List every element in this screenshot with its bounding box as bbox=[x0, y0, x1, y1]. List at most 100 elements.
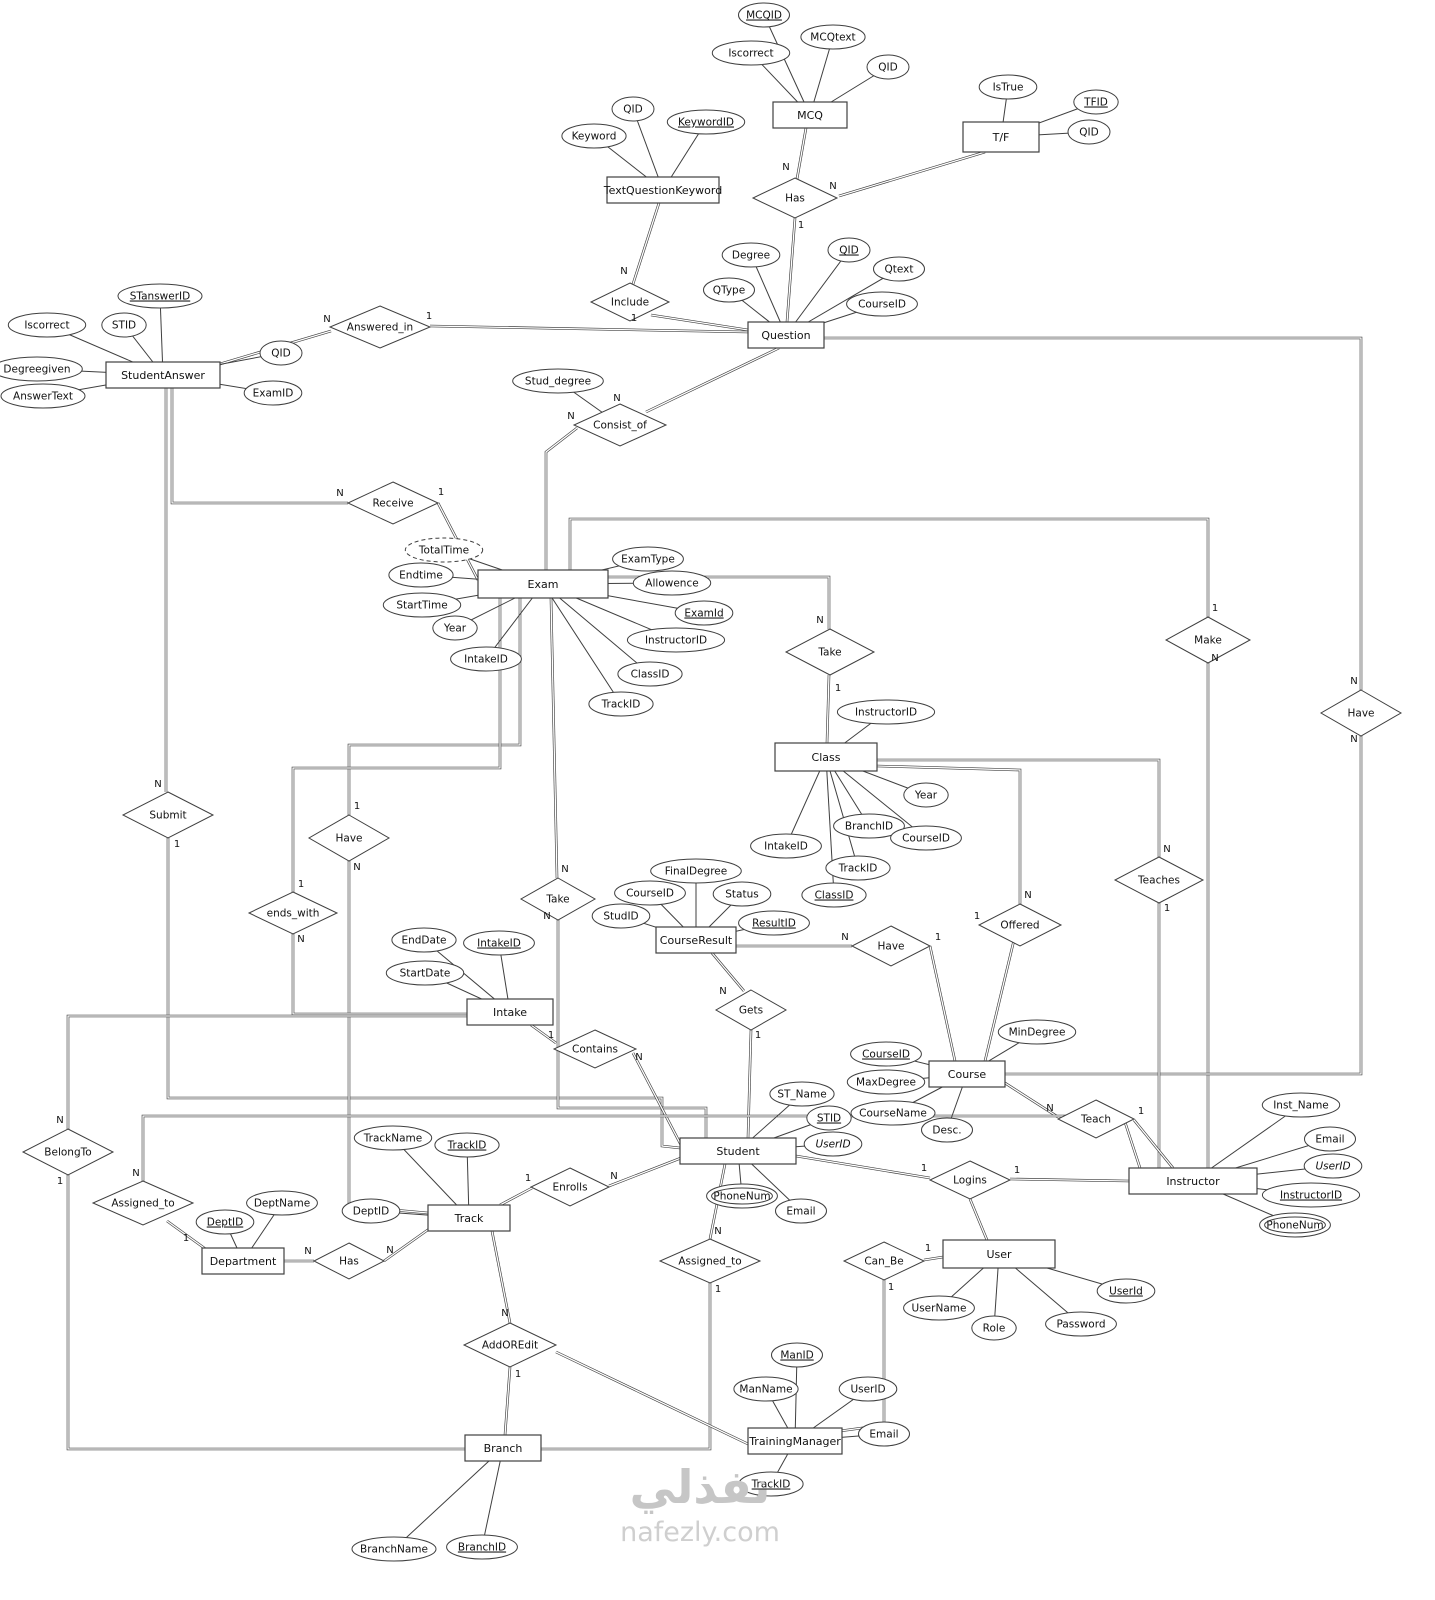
svg-text:Logins: Logins bbox=[953, 1175, 987, 1187]
attribute-trackid: TrackID bbox=[434, 1132, 500, 1158]
svg-text:Offered: Offered bbox=[1000, 920, 1039, 932]
relationship-edge bbox=[166, 838, 681, 1150]
svg-text:TrackID: TrackID bbox=[751, 1479, 791, 1491]
svg-text:StartTime: StartTime bbox=[396, 600, 447, 612]
svg-text:Degree: Degree bbox=[732, 250, 770, 262]
svg-text:AddOREdit: AddOREdit bbox=[482, 1340, 538, 1352]
entity-question: Question bbox=[747, 321, 825, 349]
entity-courseresult: CourseResult bbox=[655, 926, 737, 954]
attribute-stid: STID bbox=[806, 1105, 852, 1131]
attribute-mcqid: MCQID bbox=[738, 2, 790, 28]
cardinality-label: N bbox=[1350, 734, 1357, 745]
svg-text:FinalDegree: FinalDegree bbox=[665, 866, 727, 878]
relationship-assigned2: Assigned_to bbox=[658, 1238, 762, 1284]
svg-text:Include: Include bbox=[611, 297, 649, 309]
svg-text:TrackID: TrackID bbox=[447, 1140, 487, 1152]
cardinality-label: 1 bbox=[835, 683, 841, 694]
attribute-email: Email bbox=[1304, 1126, 1356, 1152]
attribute-examid: ExamId bbox=[674, 600, 734, 626]
svg-text:Teach: Teach bbox=[1080, 1114, 1111, 1126]
cardinality-label: 1 bbox=[57, 1176, 63, 1187]
attribute-phonenum: PhoneNum bbox=[1259, 1212, 1331, 1238]
attribute-connector bbox=[542, 583, 651, 675]
relationship-edge-core bbox=[499, 1187, 533, 1206]
relationship-edge-core bbox=[1009, 1178, 1130, 1182]
relationship-edge-core bbox=[1133, 1119, 1174, 1169]
relationship-edge bbox=[347, 861, 429, 1215]
svg-text:QID: QID bbox=[1079, 127, 1098, 139]
relationship-submit: Submit bbox=[121, 791, 215, 839]
cardinality-label: N bbox=[304, 1246, 311, 1257]
entity-course: Course bbox=[928, 1060, 1006, 1088]
svg-text:Student: Student bbox=[716, 1145, 760, 1158]
cardinality-label: 1 bbox=[974, 911, 980, 922]
entity-class: Class bbox=[774, 742, 878, 772]
svg-text:Year: Year bbox=[914, 790, 938, 802]
relationship-edge-core bbox=[550, 597, 558, 879]
attribute-maxdegree: MaxDegree bbox=[846, 1069, 926, 1095]
svg-text:Department: Department bbox=[210, 1255, 277, 1268]
svg-text:PhoneNum: PhoneNum bbox=[1266, 1220, 1323, 1232]
attribute-coursename: CourseName bbox=[850, 1100, 936, 1126]
svg-text:MCQ: MCQ bbox=[797, 109, 823, 122]
relationship-edge-core bbox=[348, 861, 429, 1214]
attribute-qid: QID bbox=[827, 237, 871, 263]
attribute-status: Status bbox=[712, 881, 772, 907]
svg-text:Contains: Contains bbox=[572, 1044, 618, 1056]
relationship-can_be: Can_Be bbox=[842, 1241, 926, 1281]
attribute-userid: UserId bbox=[1096, 1278, 1156, 1304]
attribute-instructorid: InstructorID bbox=[626, 627, 726, 653]
svg-text:TextQuestionKeyword: TextQuestionKeyword bbox=[603, 184, 722, 197]
cardinality-label: N bbox=[1211, 653, 1218, 664]
svg-text:ExamType: ExamType bbox=[621, 554, 675, 566]
relationship-edge-core bbox=[838, 151, 986, 197]
svg-text:Degreegiven: Degreegiven bbox=[3, 364, 70, 376]
svg-text:ends_with: ends_with bbox=[267, 908, 320, 920]
relationship-assigned1: Assigned_to bbox=[91, 1180, 195, 1226]
svg-text:InstructorID: InstructorID bbox=[855, 707, 917, 719]
svg-text:BranchID: BranchID bbox=[458, 1542, 506, 1554]
relationship-edge-core bbox=[876, 765, 1021, 904]
attribute-courseid: CourseID bbox=[614, 880, 686, 906]
attribute-degree: Degree bbox=[721, 242, 781, 268]
relationship-receive: Receive bbox=[346, 481, 440, 525]
entity-intake: Intake bbox=[466, 998, 554, 1026]
attribute-resultid: ResultID bbox=[738, 910, 810, 936]
relationship-edge-core bbox=[1005, 736, 1362, 1075]
svg-text:UserID: UserID bbox=[850, 1384, 885, 1396]
cardinality-label: N bbox=[816, 615, 823, 626]
relationship-edge-core bbox=[969, 1198, 988, 1241]
svg-text:Qtext: Qtext bbox=[885, 264, 914, 276]
attribute-iscorrect: Iscorrect bbox=[711, 40, 791, 66]
relationship-edge-core bbox=[541, 1283, 711, 1450]
attribute-starttime: StartTime bbox=[382, 592, 462, 618]
relationship-have_r: Have bbox=[1319, 689, 1403, 737]
svg-text:Status: Status bbox=[725, 889, 758, 901]
cardinality-label: N bbox=[561, 864, 568, 875]
attribute-connector bbox=[825, 756, 859, 869]
attribute-qtext: Qtext bbox=[873, 256, 925, 282]
attribute-courseid: CourseID bbox=[890, 825, 962, 851]
attribute-st-name: ST_Name bbox=[769, 1081, 835, 1107]
relationship-edge-core bbox=[504, 1366, 511, 1436]
relationship-include: Include bbox=[589, 282, 671, 322]
attribute-userid: UserID bbox=[1303, 1153, 1363, 1179]
cardinality-label: 1 bbox=[715, 1284, 721, 1295]
svg-text:PhoneNum: PhoneNum bbox=[713, 1191, 770, 1203]
svg-text:QType: QType bbox=[713, 285, 745, 297]
relationship-has2: Has bbox=[312, 1242, 386, 1280]
relationship-edge-core bbox=[171, 388, 348, 504]
svg-text:Assigned_to: Assigned_to bbox=[111, 1198, 174, 1210]
attribute-userid: UserID bbox=[803, 1131, 863, 1157]
cardinality-label: 1 bbox=[438, 487, 444, 498]
cardinality-label: 1 bbox=[354, 801, 360, 812]
relationship-edge-core bbox=[608, 1157, 682, 1187]
cardinality-label: 1 bbox=[174, 839, 180, 850]
svg-text:MCQtext: MCQtext bbox=[810, 32, 855, 44]
relationship-edge-core bbox=[569, 518, 1209, 617]
cardinality-label: 1 bbox=[1212, 603, 1218, 614]
relationship-edge bbox=[66, 1014, 467, 1129]
attribute-desc-: Desc. bbox=[921, 1117, 973, 1143]
attribute-finaldegree: FinalDegree bbox=[650, 858, 742, 884]
